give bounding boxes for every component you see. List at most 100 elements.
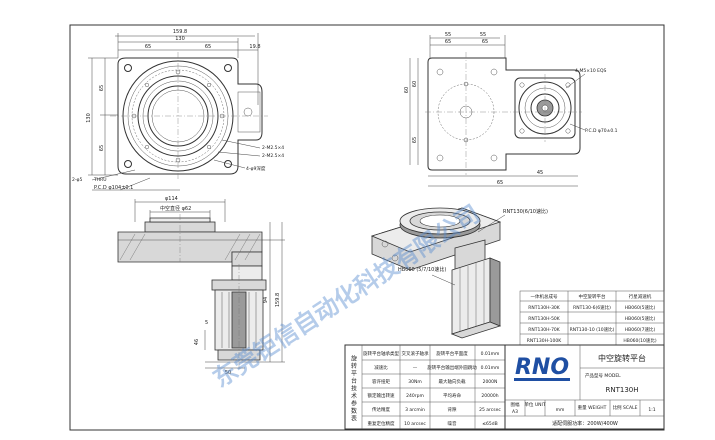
- sheet-border: [69, 24, 665, 431]
- model-header-1: 中空旋转平台: [579, 293, 606, 300]
- top-right-dim-60b: 60: [412, 81, 418, 87]
- dim-50: 50: [225, 370, 231, 376]
- model-header-2: 行星减速机: [629, 293, 652, 300]
- model-row-0-c1: RNT130-6(6速比): [573, 304, 611, 311]
- param-row-4-c2: 噪音: [448, 420, 457, 427]
- param-row-1-c2: 最大轴向负载: [439, 378, 466, 385]
- front-view-dim-lines: [134, 199, 285, 369]
- top-view-leaders: [91, 139, 261, 191]
- dim-46: 46: [194, 339, 200, 345]
- top-right-dim-65b: 65: [482, 39, 488, 45]
- title-model: RNT130H: [605, 386, 638, 394]
- dim-right-65: 65: [205, 44, 211, 50]
- top-view-side-boss: [237, 91, 261, 133]
- param-row-0-c2: 旋转平台输出端外圆跳动: [427, 364, 477, 371]
- dim-width-130: 130: [175, 36, 185, 42]
- top-right-holes: [436, 68, 498, 162]
- model-row-2-c0: RNT130H-70K: [528, 327, 561, 333]
- param-row-3-c2: 背隙: [448, 406, 457, 413]
- title-scale: 1:1: [648, 407, 655, 413]
- dim-overall-width: 159.8: [173, 29, 187, 35]
- top-right-dim-55a: 55: [445, 32, 451, 38]
- callout-hb060: HB060 (5/7/10速比): [398, 266, 446, 273]
- model-row-2-c1: RNT130-10 (10速比): [570, 326, 615, 333]
- param-row-3-c3: 25 arcsec: [479, 407, 501, 413]
- model-header-0: 一体机总成号: [531, 293, 558, 300]
- callout-m5: 4-M5×10 EQS: [575, 68, 607, 74]
- param-row-3-c0: 传达精度: [372, 406, 390, 413]
- title-unit-label: 单位 UNIT: [524, 401, 545, 408]
- dim-5: 5: [205, 320, 208, 326]
- svg-text:RNO: RNO: [515, 355, 569, 380]
- top-right-housing: [427, 57, 581, 171]
- dim-vertical-65: 65: [99, 85, 105, 91]
- param-row-2-c2: 平均寿命: [443, 392, 461, 399]
- top-right-view: 55 55 65 65 60 60 65 45 65 4-M5×10 EQS P…: [404, 32, 618, 187]
- param-row-0-c1: —: [413, 366, 418, 371]
- param-table: 旋转平台技术参数表 旋转平台轴承类型 交叉滚子轴承 旋转平台平面度 0.01mm…: [344, 344, 506, 430]
- iso-motor: [451, 257, 491, 335]
- model-row-3-c0: RNT130H-100K: [527, 338, 562, 344]
- title-product-name: 中空旋转平台: [598, 353, 646, 363]
- top-right-dim-60a: 60: [404, 87, 410, 93]
- dim-phi114: φ114: [165, 196, 178, 202]
- model-row-3-c2: HB060(10速比): [623, 337, 657, 344]
- dim-vertical-65b: 65: [99, 145, 105, 151]
- top-right-dim-65-bottom: 65: [497, 180, 503, 186]
- title-size: A3: [512, 409, 518, 415]
- iso-motor-fins: [459, 261, 485, 331]
- param-row-1-c0: 容许扭矩: [372, 378, 390, 385]
- param-row-2-c0: 额定输出转速: [368, 392, 395, 399]
- param-row-3-c1: 3 arcmin: [405, 407, 425, 413]
- dim-left-65: 65: [145, 44, 151, 50]
- model-row-0-c0: RNT130H-30K: [528, 305, 561, 311]
- param-row-1-c3: 2000N: [483, 379, 498, 385]
- top-right-dim-65: 65: [412, 137, 418, 143]
- callout-thru: THRU: [93, 177, 107, 183]
- model-row-1-c0: RNT130H-50K: [528, 316, 561, 322]
- front-reducer: [231, 265, 263, 281]
- rno-logo: RNO: [512, 351, 572, 381]
- dim-94: 94: [263, 297, 269, 303]
- param-row-2-c1: 240rpm: [406, 393, 424, 399]
- dim-vertical-130: 130: [86, 113, 92, 123]
- title-size-label: 图幅: [511, 401, 520, 408]
- dim-right-19-8: 19.8: [249, 44, 260, 50]
- top-right-dim-65a: 65: [445, 39, 451, 45]
- title-scale-label: 比例 SCALE: [613, 404, 638, 411]
- title-motor-power: 适配伺服功率：200W/400W: [552, 420, 618, 427]
- callout-phi: 2-φ5: [72, 177, 82, 183]
- front-view: φ114 中空直径 φ62 159.8 94 5 46 50: [117, 196, 285, 376]
- param-row-0-c3: 0.01mm: [481, 365, 500, 371]
- model-row-0-c2: HB060(5速比): [625, 304, 656, 311]
- param-row-4-c3: ≤65dB: [482, 421, 497, 427]
- dim-phi62: 中空直径 φ62: [160, 205, 191, 212]
- param-row-4-c1: 10 arcsec: [404, 421, 426, 427]
- top-right-dim-lines: [409, 35, 578, 187]
- title-block: RNO 中空旋转平台 产品型号 MODEL RNT130H 图幅 A3 单位 U…: [504, 344, 665, 430]
- title-weight-label: 重量 WEIGHT: [578, 404, 607, 411]
- title-unit: mm: [556, 408, 565, 413]
- motor-flange-holes: [519, 82, 571, 134]
- dim-159: 159.8: [275, 293, 281, 307]
- param-row-2-c3: 20000h: [481, 393, 498, 399]
- callout-m25: 2-M2.5×4: [262, 145, 284, 151]
- callout-m25b: 2-M2.5×4: [262, 153, 284, 159]
- top-view: 159.8 130 65 65 19.8 130 65 65 2-M2.5×4 …: [72, 29, 284, 191]
- title-model-label: 产品型号 MODEL: [585, 372, 621, 379]
- param-header-1: 交叉滚子轴承: [402, 350, 429, 357]
- param-vertical-label: 旋转平台技术参数表: [350, 354, 357, 422]
- top-right-dim-55b: 55: [480, 32, 486, 38]
- callout-pcd-70: P.C.D φ70±0.1: [585, 128, 618, 134]
- param-header-3: 0.01mm: [481, 351, 500, 357]
- param-header-0: 旋转平台轴承类型: [363, 350, 399, 357]
- front-motor-fins: [221, 292, 257, 348]
- callout-depth: 4-φ9深度: [246, 165, 266, 172]
- param-row-4-c0: 重复定位精度: [368, 420, 395, 427]
- isometric-view: RNT130(6/10速比) HB060 (5/7/10速比): [370, 207, 548, 339]
- param-header-2: 旋转平台平面度: [436, 350, 468, 357]
- param-row-0-c0: 减速比: [374, 364, 388, 371]
- callout-pcd: P.C.D φ104±0.1: [94, 185, 133, 191]
- model-table: 一体机总成号 中空旋转平台 行星减速机 RNT130H-30K RNT130-6…: [519, 290, 665, 346]
